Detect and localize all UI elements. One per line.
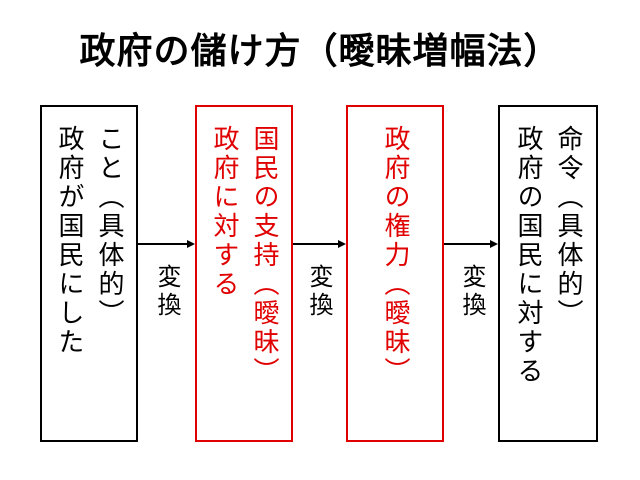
arrow-head-icon xyxy=(187,240,195,248)
box-public-support: 国民の支持（曖昧） 政府に対する xyxy=(195,105,293,442)
box-4-line-1: 命令（具体的） xyxy=(553,125,583,328)
box-government-power: 政府の権力（曖昧） xyxy=(346,105,444,442)
box-2-line-1: 国民の支持（曖昧） xyxy=(249,125,279,386)
box-1-line-1: こと（具体的） xyxy=(94,125,124,328)
box-concrete-command: 命令（具体的） 政府の国民に対する xyxy=(498,105,598,442)
box-3-line-1: 政府の権力（曖昧） xyxy=(380,125,410,386)
conversion-label-2: 変換 xyxy=(305,264,333,320)
box-1-line-2: 政府が国民にした xyxy=(54,125,84,357)
box-concrete-action: こと（具体的） 政府が国民にした xyxy=(40,105,138,442)
arrow-head-icon xyxy=(338,240,346,248)
conversion-label-3: 変換 xyxy=(458,264,486,320)
arrow-2 xyxy=(293,240,346,248)
slide-title: 政府の儲け方（曖昧増幅法） xyxy=(79,31,561,72)
box-4-line-2: 政府の国民に対する xyxy=(513,125,543,386)
arrow-1 xyxy=(138,240,195,248)
arrow-3 xyxy=(444,240,498,248)
box-2-line-2: 政府に対する xyxy=(209,125,239,299)
arrow-head-icon xyxy=(490,240,498,248)
conversion-label-1: 変換 xyxy=(153,264,181,320)
